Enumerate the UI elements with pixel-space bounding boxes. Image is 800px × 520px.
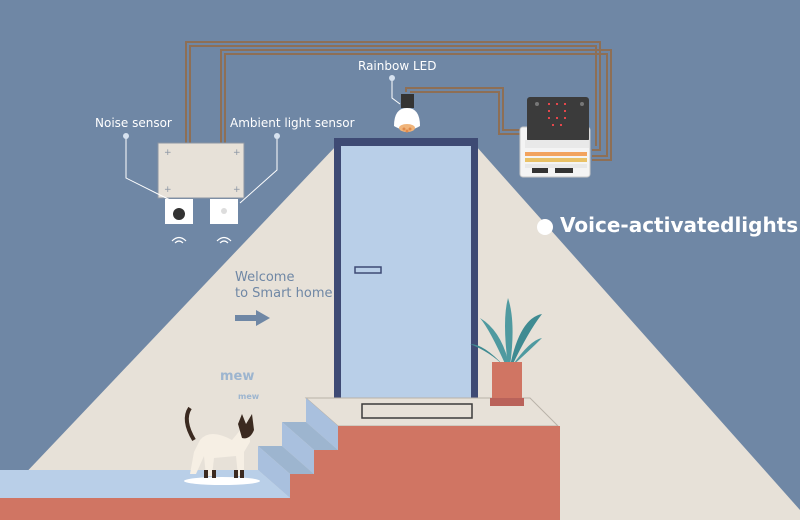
wires: [185, 41, 612, 161]
title-bullet: [537, 219, 553, 235]
cat-icon: [184, 406, 260, 485]
sound-wave-icon: [171, 236, 232, 244]
arrow-right-icon: [235, 310, 270, 326]
noise-sensor-module: [165, 199, 193, 224]
svg-text:+: +: [164, 185, 172, 195]
potted-plant-icon: [470, 298, 542, 406]
ambient-light-sensor-module: [210, 199, 238, 224]
cat-sound-small: mew: [238, 392, 260, 401]
noise-sensor-label: Noise sensor: [95, 116, 172, 130]
svg-text:+: +: [164, 148, 172, 158]
sensor-module: + + + +: [157, 142, 245, 199]
rainbow-led-label: Rainbow LED: [358, 59, 437, 73]
microbit-board-icon: [519, 97, 591, 178]
page-title: Voice-activatedlights: [560, 213, 799, 237]
lightbulb-icon: [394, 94, 420, 133]
welcome-line-2: to Smart home: [235, 286, 333, 301]
porch: [304, 397, 560, 520]
svg-text:+: +: [233, 185, 241, 195]
cat-sound-large: mew: [220, 369, 255, 384]
front-door: [334, 138, 478, 398]
label-leaders: [123, 75, 401, 204]
svg-text:+: +: [233, 148, 241, 158]
ambient-light-sensor-label: Ambient light sensor: [230, 116, 355, 130]
stairs: [0, 398, 338, 520]
welcome-line-1: Welcome: [235, 270, 295, 285]
